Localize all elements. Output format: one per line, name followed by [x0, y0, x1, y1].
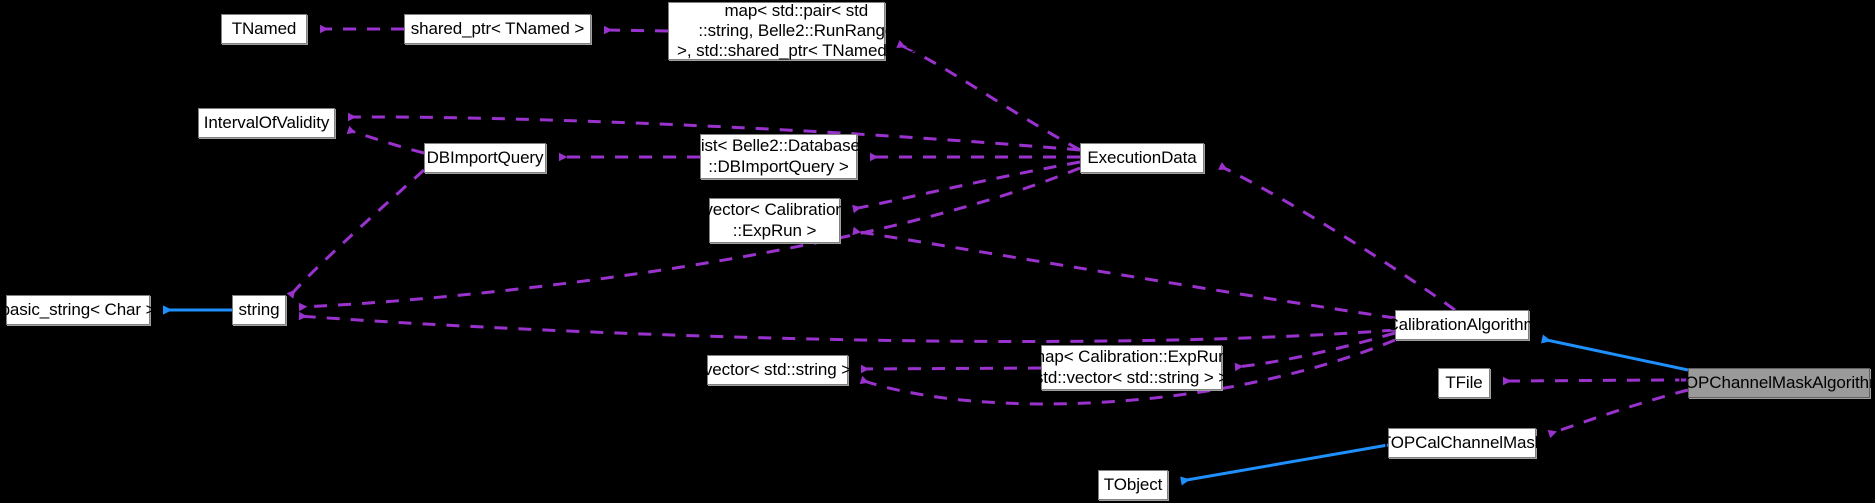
node-label: vector< Calibration ::ExpRun >	[704, 200, 845, 240]
node-tobject[interactable]: TObject	[1098, 470, 1168, 500]
node-calibrationalgorithm[interactable]: CalibrationAlgorithm	[1386, 310, 1538, 340]
edge-calibrationalgorithm-to-vector_exprun	[852, 226, 1396, 320]
node-topcalchannelmask[interactable]: TOPCalChannelMask	[1381, 428, 1543, 458]
node-label: basic_string< Char >	[0, 299, 156, 319]
edge-calibrationalgorithm-to-string	[298, 311, 1396, 343]
edge-topchannelmaskalgorithm-to-topcalchannelmask	[1547, 388, 1689, 439]
node-executiondata[interactable]: ExecutionData	[1080, 143, 1204, 173]
node-tnamed[interactable]: TNamed	[221, 14, 307, 44]
edge-executiondata-to-string	[298, 166, 1081, 312]
edge-dbimportquery-to-string	[286, 168, 425, 299]
edge-executiondata-to-map_pair	[896, 40, 1081, 152]
node-label: map< std::pair< std ::string, Belle2::Ru…	[677, 0, 916, 61]
node-label: TFile	[1445, 372, 1483, 392]
node-basic-string-char[interactable]: basic_string< Char >	[1, 295, 156, 325]
node-dbimportquery[interactable]: DBImportQuery	[424, 143, 546, 173]
node-map-exprun-vector-string[interactable]: map< Calibration::ExpRun, std::vector< s…	[1031, 345, 1232, 390]
edge-calibrationalgorithm-to-vector_std_string	[859, 338, 1396, 406]
edge-map_exprun-to-vector_std_string	[860, 364, 1042, 374]
edge-topchannelmaskalgorithm-inherits-calibrationalgorithm	[1541, 334, 1689, 372]
node-label: shared_ptr< TNamed >	[410, 18, 585, 38]
edge-map_pair-to-shared_ptr	[603, 25, 669, 35]
edge-topchannelmaskalgorithm-to-tfile	[1502, 376, 1689, 386]
edge-dbimportquery-to-intervalofvalidity	[346, 125, 425, 155]
usage-edges	[286, 24, 1689, 439]
node-shared-ptr-tnamed[interactable]: shared_ptr< TNamed >	[404, 14, 591, 44]
edge-executiondata-to-intervalofvalidity	[347, 112, 1081, 152]
node-label: CalibrationAlgorithm	[1386, 314, 1538, 334]
edge-calibrationalgorithm-to-map_exprun	[1234, 331, 1396, 372]
node-label: TOPCalChannelMask	[1380, 432, 1544, 452]
inheritance-edges	[163, 305, 1689, 486]
edge-topcalchannelmask-inherits-tobject	[1180, 443, 1389, 486]
node-label: TObject	[1103, 474, 1163, 494]
node-label: ExecutionData	[1087, 147, 1197, 167]
node-label: TOPChannelMaskAlgorithm	[1674, 372, 1875, 392]
node-list-dbimportquery[interactable]: list< Belle2::Database ::DBImportQuery >	[697, 134, 860, 179]
node-intervalofvalidity[interactable]: IntervalOfValidity	[198, 108, 335, 138]
node-topchannelmaskalgorithm[interactable]: TOPChannelMaskAlgorithm	[1675, 368, 1875, 398]
node-vector-calibration-exprun[interactable]: vector< Calibration ::ExpRun >	[704, 198, 845, 243]
node-map-pair-string-runrange[interactable]: map< std::pair< std ::string, Belle2::Ru…	[668, 1, 916, 60]
edge-executiondata-to-vector_exprun	[852, 160, 1081, 214]
node-label: TNamed	[231, 18, 297, 38]
node-label: IntervalOfValidity	[203, 112, 330, 132]
node-tfile[interactable]: TFile	[1438, 368, 1490, 398]
node-label: string	[238, 299, 280, 319]
node-label: vector< std::string >	[703, 359, 852, 379]
node-label: list< Belle2::Database ::DBImportQuery >	[697, 136, 860, 176]
node-string[interactable]: string	[232, 295, 286, 325]
node-label: map< Calibration::ExpRun, std::vector< s…	[1030, 347, 1233, 387]
edge-calibrationalgorithm-to-executiondata	[1218, 162, 1456, 312]
node-label: DBImportQuery	[426, 147, 544, 167]
node-vector-std-string[interactable]: vector< std::string >	[703, 355, 852, 385]
